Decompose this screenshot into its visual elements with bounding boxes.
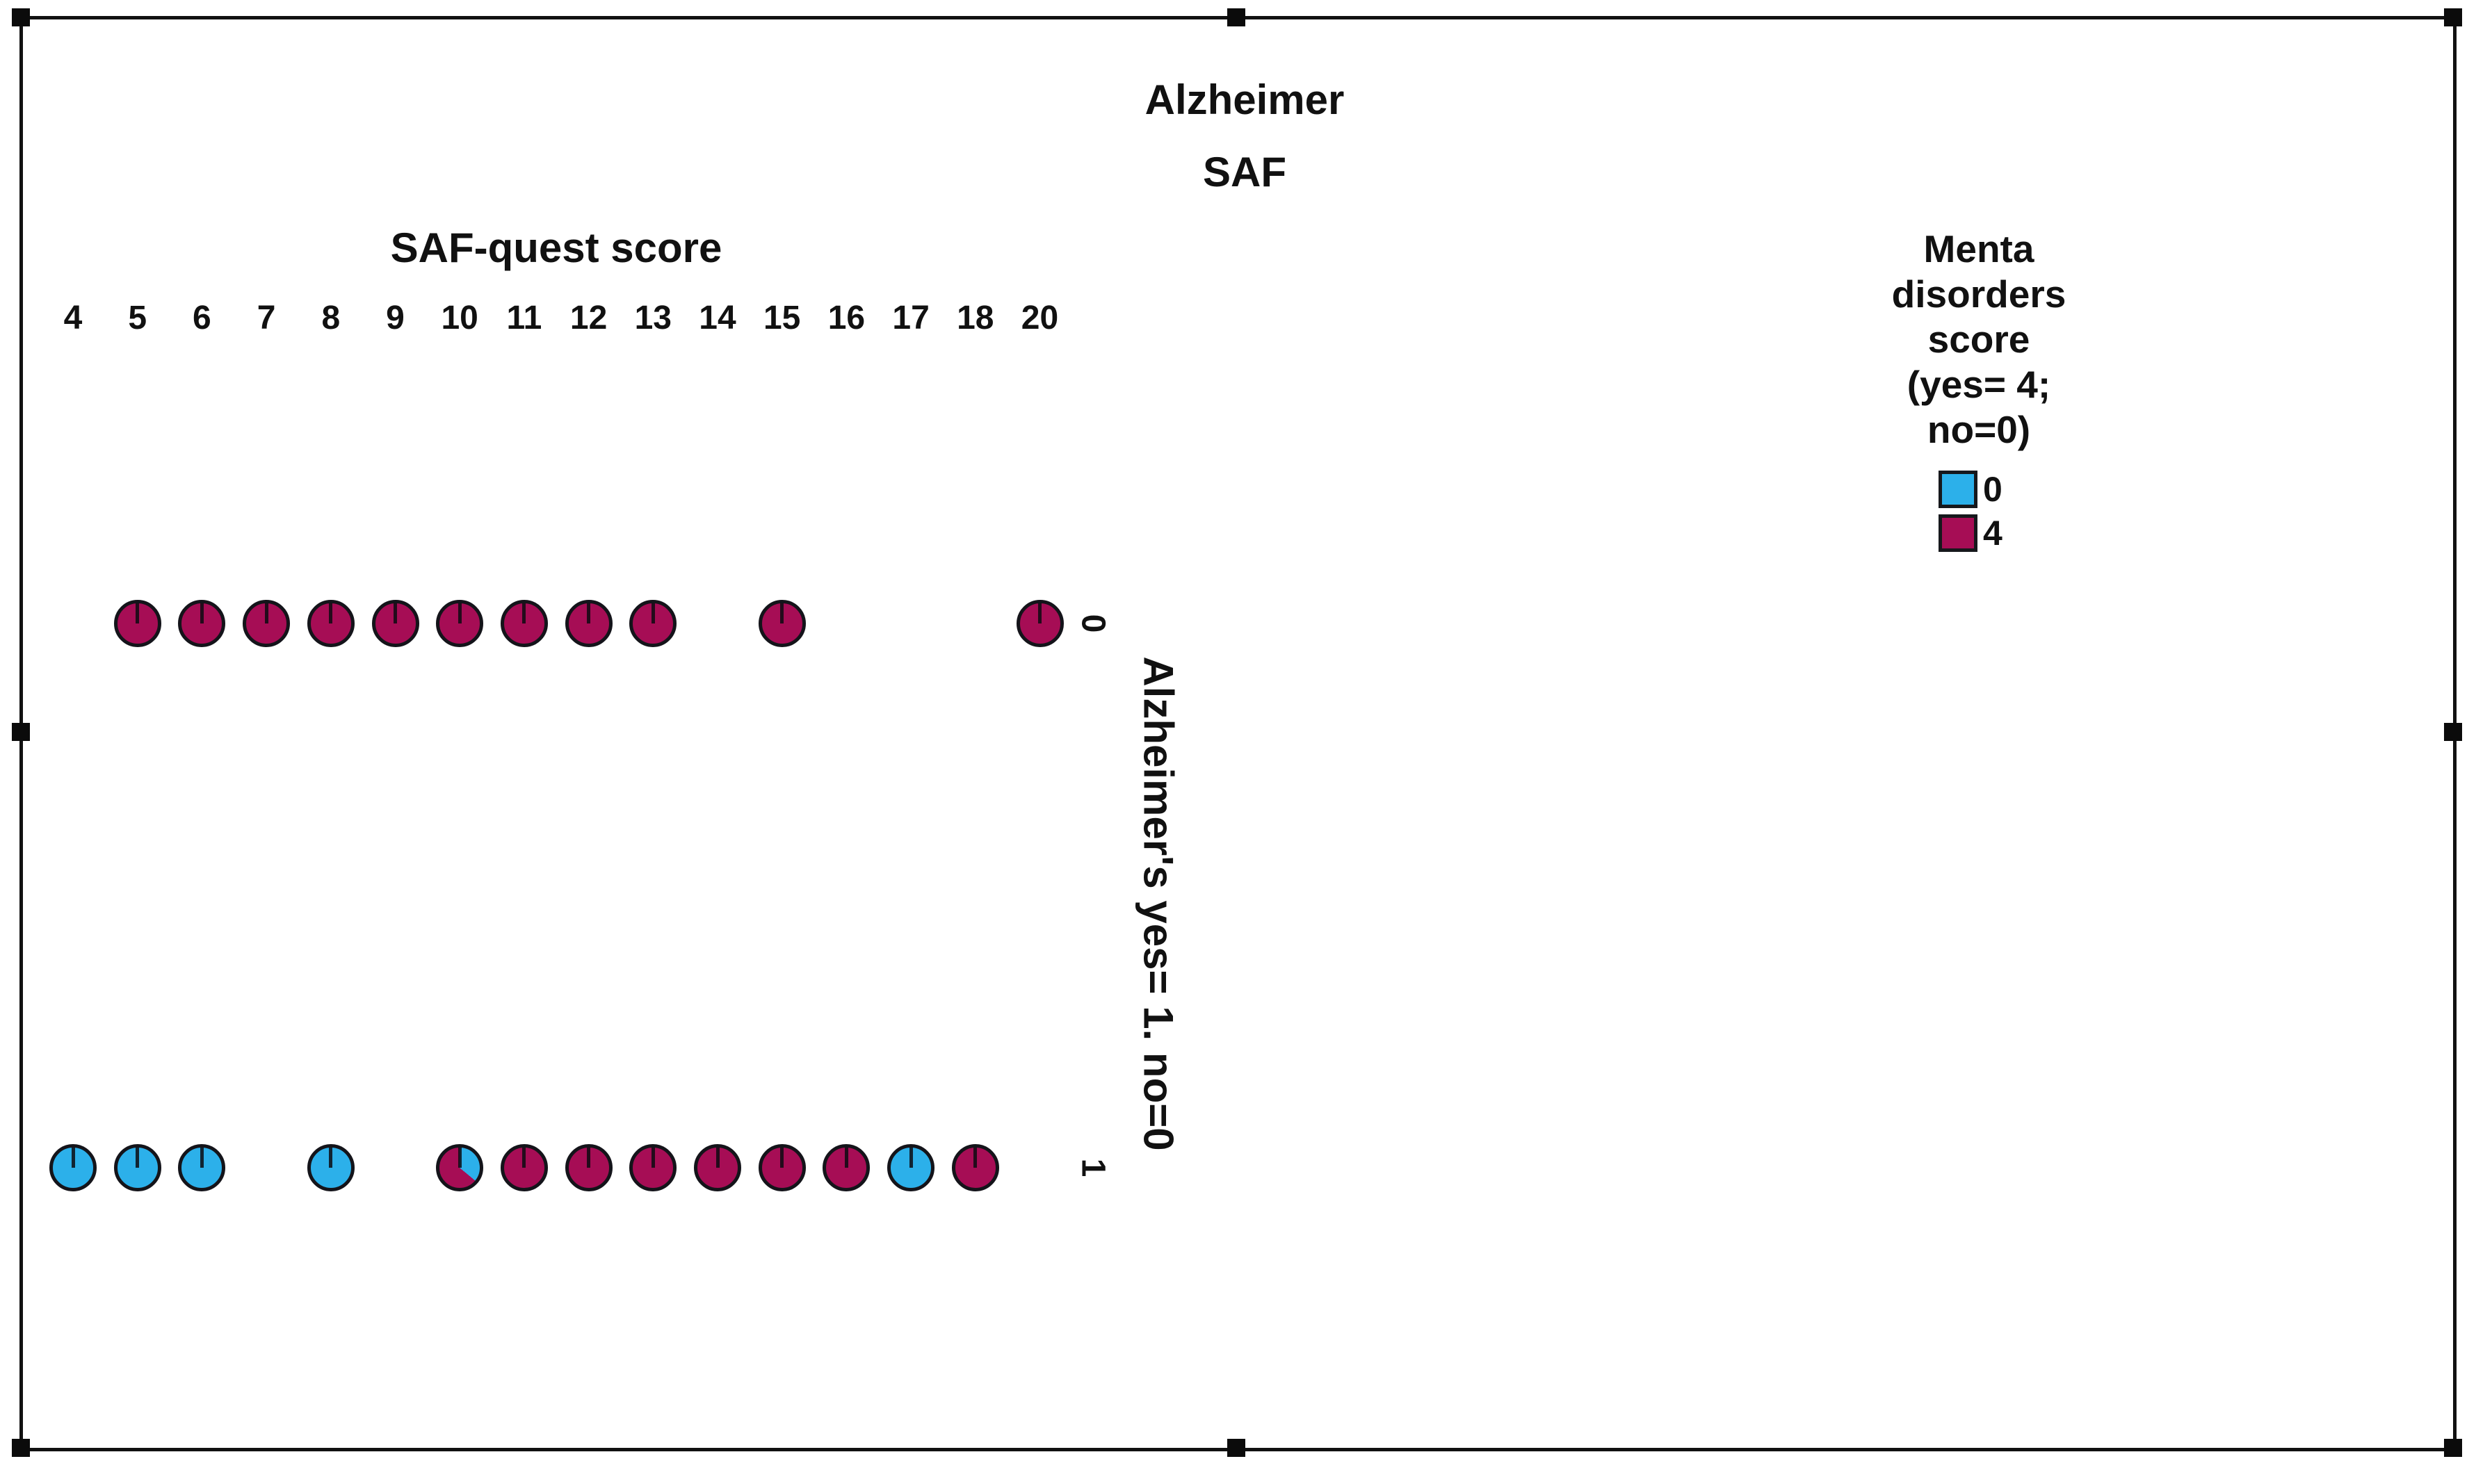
y-tick-0: 0 <box>1074 614 1112 633</box>
x-tick-label: 12 <box>569 300 608 336</box>
pie-marker <box>887 1144 935 1191</box>
x-tick-label: 20 <box>1021 300 1059 336</box>
resize-handle-top-left[interactable] <box>12 8 30 26</box>
legend-label: 4 <box>1983 513 2002 553</box>
pie-slice-line <box>651 603 655 623</box>
x-tick-label: 15 <box>763 300 801 336</box>
pie-slice-line <box>522 1148 526 1168</box>
pie-slice-line <box>458 603 462 623</box>
pie-marker <box>629 600 677 647</box>
pie-marker <box>113 1144 161 1191</box>
resize-handle-top-center[interactable] <box>1227 8 1245 26</box>
pie-marker <box>758 600 806 647</box>
x-tick-label: 18 <box>957 300 994 336</box>
resize-handle-middle-right[interactable] <box>2444 723 2462 741</box>
chart-title-line1: Alzheimer <box>1144 76 1345 123</box>
pie-slice-line <box>587 1148 591 1168</box>
pie-marker <box>500 1144 548 1191</box>
pie-marker <box>178 1144 226 1191</box>
pie-slice-line <box>329 603 333 623</box>
pie-marker <box>823 1144 871 1191</box>
pie-marker <box>178 600 226 647</box>
x-tick-label: 8 <box>321 300 341 336</box>
x-tick-label: 4 <box>63 300 83 336</box>
pie-slice-line <box>329 1148 333 1168</box>
pie-marker <box>307 600 355 647</box>
pie-slice-line <box>909 1148 913 1168</box>
pie-marker <box>243 600 291 647</box>
pie-slice-line <box>200 1148 204 1168</box>
resize-handle-bottom-center[interactable] <box>1227 1439 1245 1457</box>
pie-slice-line <box>715 1148 720 1168</box>
pie-slice-line <box>651 1148 655 1168</box>
pie-marker <box>1016 600 1064 647</box>
x-tick-label: 14 <box>699 300 736 336</box>
chart-title-line2: SAF <box>1203 149 1286 195</box>
pie-marker <box>694 1144 741 1191</box>
x-tick-label: 5 <box>128 300 147 336</box>
pie-marker <box>113 600 161 647</box>
pie-slice-line <box>780 603 784 623</box>
pie-slice-line <box>136 1148 140 1168</box>
pie-marker <box>629 1144 677 1191</box>
pie-slice-line <box>1038 603 1042 623</box>
x-tick-label: 7 <box>257 300 276 336</box>
pie-slice-line <box>200 603 204 623</box>
pie-slice-line <box>264 603 268 623</box>
x-tick-label: 13 <box>634 300 672 336</box>
pie-slice-line <box>844 1148 848 1168</box>
legend-swatch <box>1939 514 1977 552</box>
y-tick-1: 1 <box>1074 1158 1112 1177</box>
resize-handle-bottom-right[interactable] <box>2444 1439 2462 1457</box>
x-tick-label: 11 <box>506 300 542 336</box>
pie-marker <box>565 600 613 647</box>
pie-slice-line <box>458 1148 462 1168</box>
legend-title-line: score <box>1927 318 2030 361</box>
pie-slice-line <box>394 603 397 623</box>
pie-marker <box>307 1144 355 1191</box>
legend-title-line: (yes= 4; <box>1907 363 2051 406</box>
pie-marker <box>371 600 419 647</box>
x-tick-label: 17 <box>892 300 930 336</box>
legend-entry: 4 <box>1939 511 2002 555</box>
pie-slice-line <box>522 603 526 623</box>
resize-handle-bottom-left[interactable] <box>12 1439 30 1457</box>
pie-slice-line <box>136 603 140 623</box>
legend-title-line: no=0) <box>1927 408 2031 451</box>
pie-marker <box>500 600 548 647</box>
pie-marker <box>436 600 484 647</box>
chart-title: Alzheimer SAF <box>897 64 1592 209</box>
resize-handle-top-right[interactable] <box>2444 8 2462 26</box>
x-axis-title: SAF-quest score <box>390 225 722 271</box>
x-tick-label: 16 <box>827 300 866 336</box>
pie-slice-line <box>780 1148 784 1168</box>
pie-marker <box>758 1144 806 1191</box>
resize-handle-middle-left[interactable] <box>12 723 30 741</box>
x-tick-label: 9 <box>386 300 405 336</box>
pie-slice-line <box>973 1148 978 1168</box>
pie-slice-line <box>587 603 591 623</box>
pie-slice-line <box>71 1148 75 1168</box>
pie-marker <box>565 1144 613 1191</box>
pie-marker <box>951 1144 999 1191</box>
legend-entry: 0 <box>1939 467 2002 511</box>
pie-marker <box>49 1144 97 1191</box>
legend-swatch <box>1939 470 1977 508</box>
pie-marker <box>436 1144 484 1191</box>
x-tick-label: 6 <box>193 300 211 336</box>
x-tick-label: 10 <box>441 300 478 336</box>
legend-label: 0 <box>1983 469 2002 509</box>
legend-title-line: Menta <box>1923 227 2034 270</box>
y-axis-title: Alzheimer's yes= 1. no=0 <box>1135 656 1182 1151</box>
legend-title-line: disorders <box>1891 272 2066 316</box>
